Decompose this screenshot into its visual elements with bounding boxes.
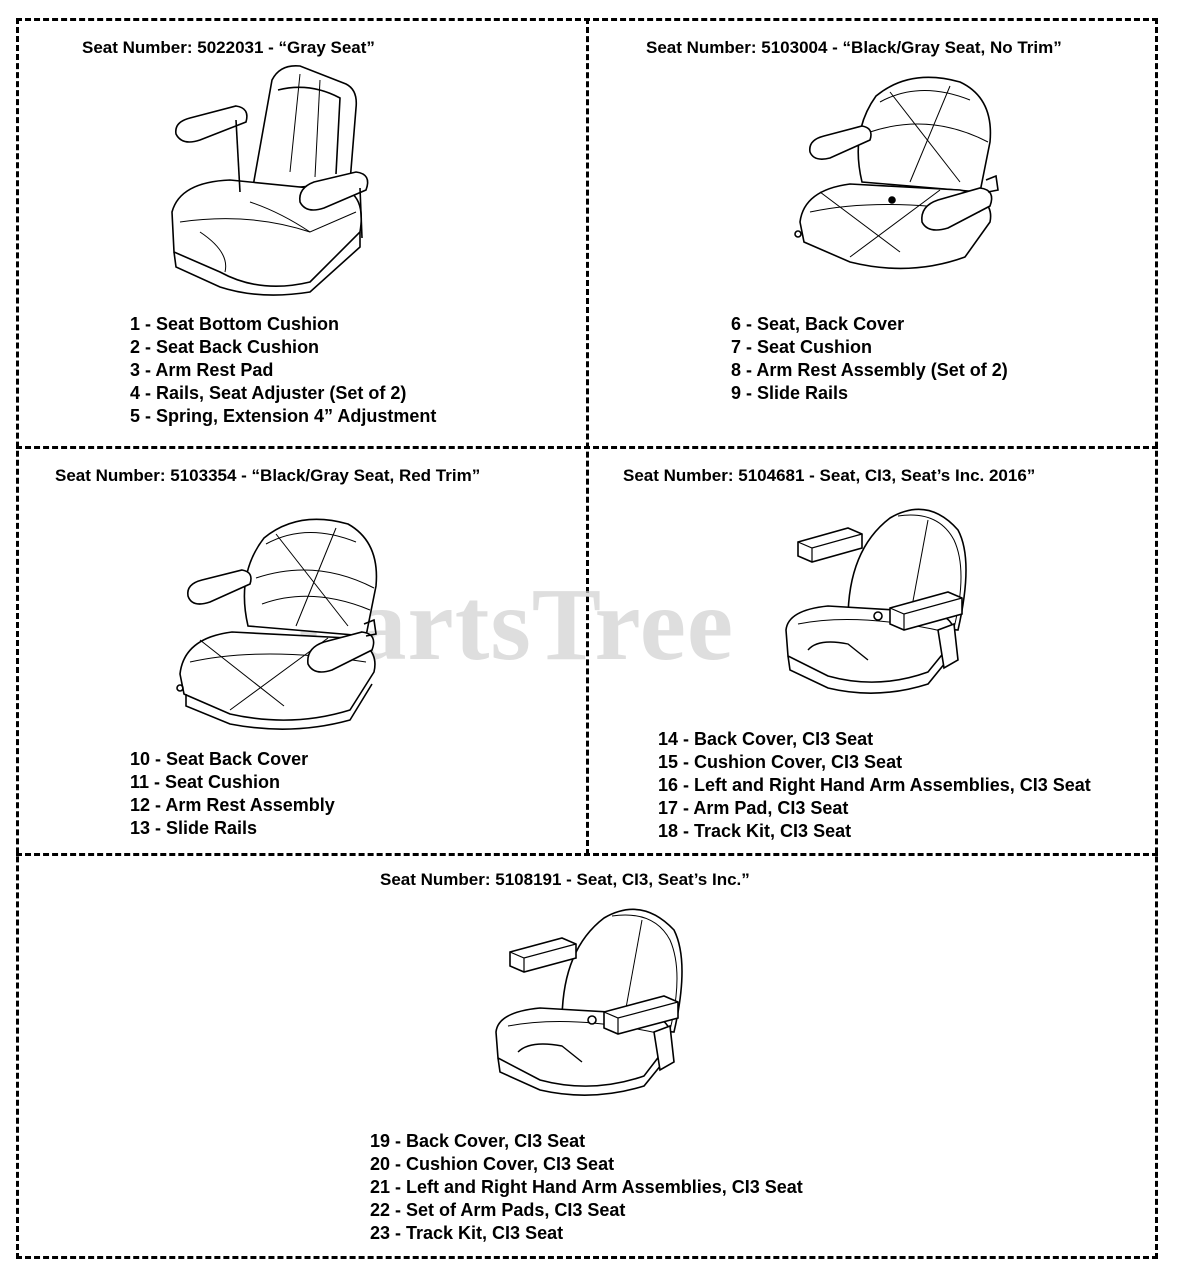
- list-item: 20 - Cushion Cover, CI3 Seat: [370, 1154, 615, 1174]
- panel-2-parts-list: 6 - Seat, Back Cover 7 - Seat Cushion 8 …: [731, 313, 1008, 405]
- list-item: 21 - Left and Right Hand Arm Assemblies,…: [370, 1177, 803, 1197]
- list-item: 6 - Seat, Back Cover: [731, 314, 905, 334]
- list-item: 15 - Cushion Cover, CI3 Seat: [658, 752, 903, 772]
- divider-vertical: [586, 18, 589, 855]
- panel-5-title: Seat Number: 5108191 - Seat, CI3, Seat’s…: [380, 870, 750, 889]
- list-item: 9 - Slide Rails: [731, 383, 849, 403]
- panel-1-title: Seat Number: 5022031 - “Gray Seat”: [82, 38, 375, 57]
- list-item: 22 - Set of Arm Pads, CI3 Seat: [370, 1200, 626, 1220]
- list-item: 18 - Track Kit, CI3 Seat: [658, 821, 852, 841]
- divider-horizontal-bottom: [16, 853, 1158, 856]
- panel-2-title: Seat Number: 5103004 - “Black/Gray Seat,…: [646, 38, 1062, 57]
- list-item: 16 - Left and Right Hand Arm Assemblies,…: [658, 775, 1091, 795]
- list-item: 2 - Seat Back Cushion: [130, 337, 320, 357]
- list-item: 10 - Seat Back Cover: [130, 749, 309, 769]
- black-gray-seat-illustration: [790, 72, 1005, 282]
- list-item: 5 - Spring, Extension 4” Adjustment: [130, 406, 437, 426]
- panel-3-parts-list: 10 - Seat Back Cover 11 - Seat Cushion 1…: [130, 748, 335, 840]
- red-trim-seat-illustration: [172, 514, 387, 734]
- list-item: 12 - Arm Rest Assembly: [130, 795, 335, 815]
- panel-5-parts-list: 19 - Back Cover, CI3 Seat 20 - Cushion C…: [370, 1130, 803, 1245]
- list-item: 1 - Seat Bottom Cushion: [130, 314, 340, 334]
- list-item: 14 - Back Cover, CI3 Seat: [658, 729, 874, 749]
- list-item: 19 - Back Cover, CI3 Seat: [370, 1131, 586, 1151]
- panel-4-title: Seat Number: 5104681 - Seat, CI3, Seat’s…: [623, 466, 1036, 485]
- list-item: 7 - Seat Cushion: [731, 337, 873, 357]
- list-item: 13 - Slide Rails: [130, 818, 258, 838]
- divider-horizontal-top: [16, 446, 1158, 449]
- panel-4-parts-list: 14 - Back Cover, CI3 Seat 15 - Cushion C…: [658, 728, 1091, 843]
- list-item: 4 - Rails, Seat Adjuster (Set of 2): [130, 383, 407, 403]
- list-item: 17 - Arm Pad, CI3 Seat: [658, 798, 849, 818]
- panel-3-title: Seat Number: 5103354 - “Black/Gray Seat,…: [55, 466, 481, 485]
- gray-seat-illustration: [160, 62, 380, 302]
- list-item: 11 - Seat Cushion: [130, 772, 281, 792]
- list-item: 3 - Arm Rest Pad: [130, 360, 274, 380]
- panel-1-parts-list: 1 - Seat Bottom Cushion 2 - Seat Back Cu…: [130, 313, 436, 428]
- list-item: 23 - Track Kit, CI3 Seat: [370, 1223, 564, 1243]
- ci3-2016-seat-illustration: [778, 500, 978, 695]
- list-item: 8 - Arm Rest Assembly (Set of 2): [731, 360, 1008, 380]
- ci3-seat-illustration: [488, 900, 698, 1096]
